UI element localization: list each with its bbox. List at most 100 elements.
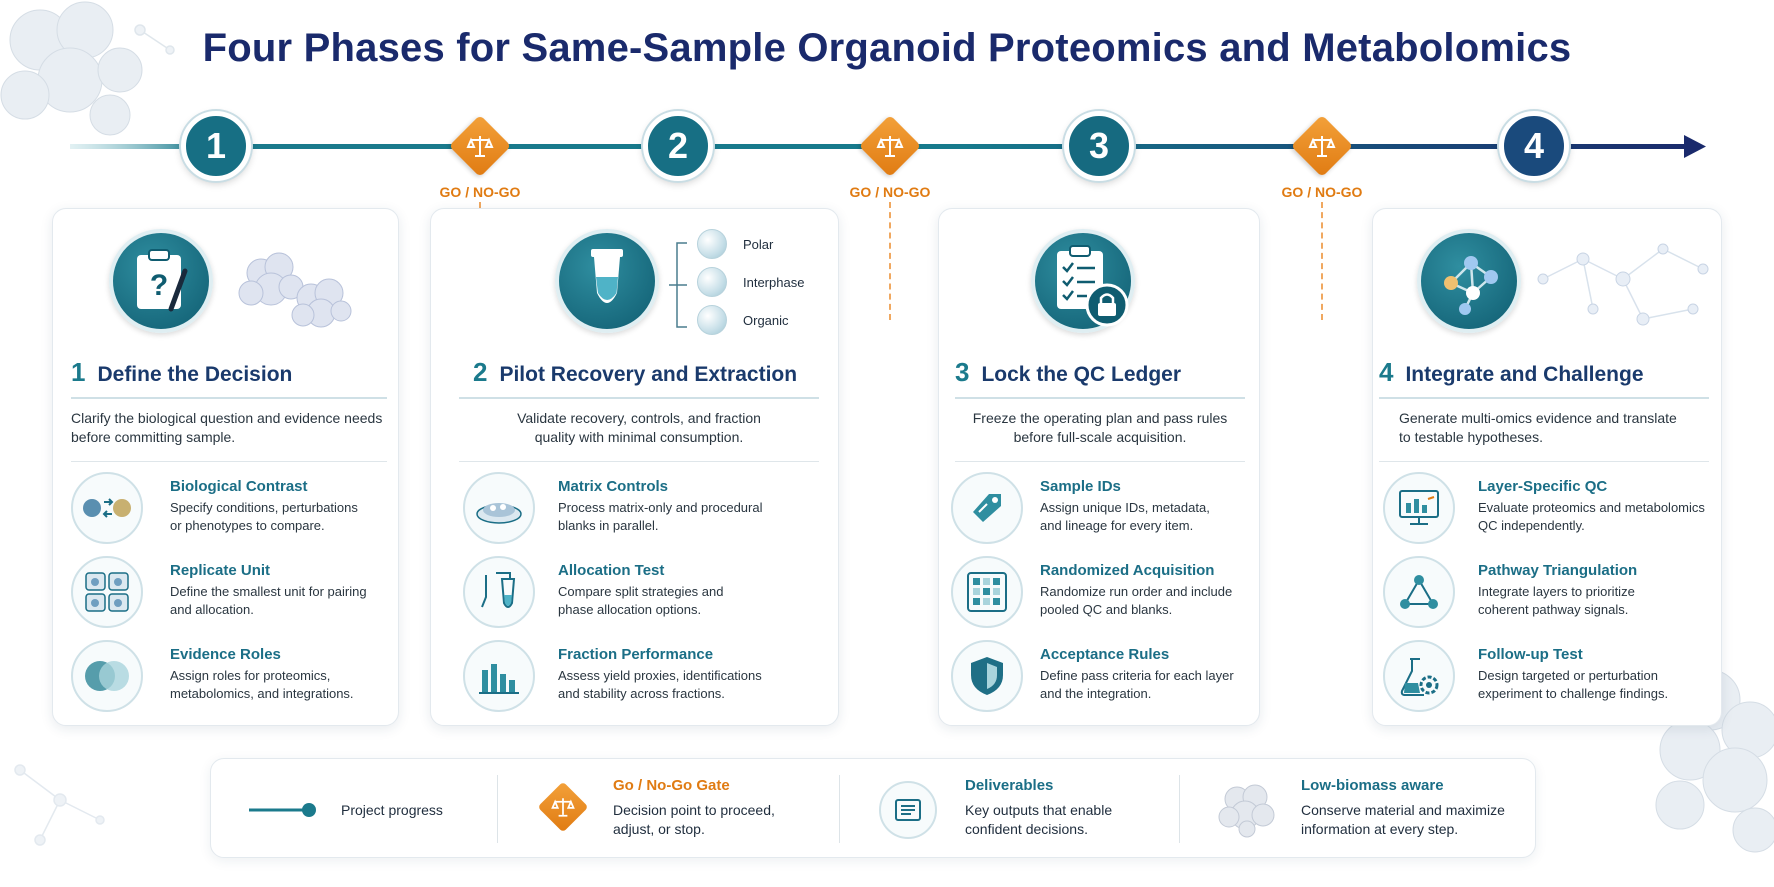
- phase-1-description-line: before committing sample.: [71, 429, 236, 445]
- network-icon: [1444, 256, 1498, 315]
- shield-check-icon: [951, 640, 1023, 712]
- item-title: Pathway Triangulation: [1478, 562, 1638, 579]
- item-description-line: Define the smallest unit for pairing: [170, 584, 367, 599]
- organic-fraction-icon: [697, 305, 727, 335]
- item-description-line: blanks in parallel.: [558, 518, 659, 533]
- legend-deliverables-title: Deliverables: [965, 777, 1054, 794]
- list-item: Replicate Unit Define the smallest unit …: [53, 556, 398, 632]
- legend: Project progress Go / No-Go Gate Decisio…: [210, 758, 1536, 858]
- item-description-line: or phenotypes to compare.: [170, 518, 325, 533]
- timeline-arrowhead: [1684, 135, 1706, 158]
- item-description-line: pooled QC and blanks.: [1040, 602, 1173, 617]
- phase-1-description: Clarify the biological question and evid…: [71, 409, 391, 447]
- gate-2-connector: [889, 202, 891, 320]
- fraction-label-organic: Organic: [743, 313, 789, 328]
- phase-2-title-number: 2: [473, 357, 488, 387]
- phase-1-description-line: Clarify the biological question and evid…: [71, 410, 383, 426]
- phase-2-number: 2: [643, 111, 713, 181]
- legend-divider: [1179, 775, 1180, 843]
- legend-progress-label: Project progress: [341, 802, 443, 818]
- legend-divider: [497, 775, 498, 843]
- phase-2-description: Validate recovery, controls, and fractio…: [459, 409, 819, 447]
- item-description-line: Integrate layers to prioritize: [1478, 584, 1635, 599]
- item-description-line: Assign roles for proteomics,: [170, 668, 331, 683]
- tag-icon: [951, 472, 1023, 544]
- gate-1-label: GO / NO-GO: [439, 184, 521, 200]
- item-description: Assign unique IDs, metadata, and lineage…: [1040, 499, 1210, 535]
- scales-icon: [1308, 136, 1336, 157]
- item-description-line: Evaluate proteomics and metabolomics: [1478, 500, 1705, 515]
- svg-text:?: ?: [150, 269, 168, 302]
- legend-gate-line: adjust, or stop.: [613, 821, 705, 837]
- phase-3-number: 3: [1064, 111, 1134, 181]
- contrast-arrows-icon: [71, 472, 143, 544]
- list-item: Acceptance Rules Define pass criteria fo…: [939, 640, 1259, 716]
- phase-4-hero-circle: [1417, 229, 1521, 333]
- item-description-line: Assign unique IDs, metadata,: [1040, 500, 1210, 515]
- item-description-line: experiment to challenge findings.: [1478, 686, 1669, 701]
- document-icon: [895, 799, 921, 821]
- clipboard-question-icon: ?: [137, 249, 188, 312]
- organoid-cluster-icon: [238, 252, 352, 328]
- item-description-line: Specify conditions, perturbations: [170, 500, 358, 515]
- item-description-line: Randomize run order and include: [1040, 584, 1233, 599]
- phase-3-title-text: Lock the QC Ledger: [981, 363, 1181, 386]
- item-description-line: and the integration.: [1040, 686, 1152, 701]
- phase-3-hero: [939, 221, 1259, 333]
- gate-2-label: GO / NO-GO: [849, 184, 931, 200]
- phase-4-title-number: 4: [1379, 357, 1394, 387]
- checklist-lock-icon: [1057, 245, 1129, 327]
- phase-3-card: 3 Lock the QC Ledger Freeze the operating…: [938, 208, 1260, 726]
- item-description-line: metabolomics, and integrations.: [170, 686, 354, 701]
- background-molecules-bottom-left: [14, 764, 105, 846]
- phase-2-title-text: Pilot Recovery and Extraction: [499, 363, 798, 386]
- timeline: 1 2 3 4 GO / NO-GO GO / NO-GO GO / NO-GO: [0, 100, 1774, 220]
- phase-4-hero: [1373, 221, 1721, 333]
- progress-line-icon: [249, 803, 316, 817]
- legend-divider: [839, 775, 840, 843]
- phase-3-description-line: Freeze the operating plan and pass rules: [972, 410, 1228, 426]
- legend-low-biomass-title: Low-biomass aware: [1301, 777, 1444, 794]
- item-title: Evidence Roles: [170, 646, 281, 663]
- phase-2-description-line: quality with minimal consumption.: [534, 429, 744, 445]
- phase-4-rule-2: [1379, 461, 1709, 462]
- fraction-label-polar: Polar: [743, 237, 774, 252]
- item-description-line: Assess yield proxies, identifications: [558, 668, 762, 683]
- phase-2-rule: [459, 397, 819, 399]
- item-description-line: QC independently.: [1478, 518, 1585, 533]
- list-item: Randomized Acquisition Randomize run ord…: [939, 556, 1259, 632]
- item-description: Define pass criteria for each layer and …: [1040, 667, 1234, 703]
- list-item: Follow-up Test Design targeted or pertur…: [1373, 640, 1721, 716]
- item-title: Allocation Test: [558, 562, 665, 579]
- phase-4-title-text: Integrate and Challenge: [1405, 363, 1644, 386]
- item-description-line: coherent pathway signals.: [1478, 602, 1629, 617]
- list-item: Allocation Test Compare split strategies…: [431, 556, 838, 632]
- item-description: Integrate layers to prioritize coherent …: [1478, 583, 1635, 619]
- phase-3-title-number: 3: [955, 357, 970, 387]
- scales-icon: [466, 136, 494, 157]
- phase-2-rule-2: [459, 461, 819, 462]
- polar-fraction-icon: [697, 229, 727, 259]
- item-description: Evaluate proteomics and metabolomics QC …: [1478, 499, 1705, 535]
- list-item: Biological Contrast Specify conditions, …: [53, 472, 398, 548]
- phase-2-title: 2 Pilot Recovery and Extraction: [431, 357, 838, 388]
- organoid-icon: [1218, 784, 1275, 838]
- item-title: Sample IDs: [1040, 478, 1121, 495]
- fraction-bracket: [669, 242, 687, 328]
- item-description: Design targeted or perturbation experime…: [1478, 667, 1668, 703]
- phase-2-description-line: Validate recovery, controls, and fractio…: [517, 410, 761, 426]
- item-description-line: and lineage for every item.: [1040, 518, 1194, 533]
- item-title: Biological Contrast: [170, 478, 308, 495]
- item-title: Replicate Unit: [170, 562, 271, 579]
- tube-icon: [591, 249, 623, 303]
- legend-deliverables-line: Key outputs that enable: [965, 802, 1113, 818]
- phase-4-description-line: to testable hypotheses.: [1399, 429, 1543, 445]
- item-description-line: Design targeted or perturbation: [1478, 668, 1658, 683]
- legend-low-biomass-line: Conserve material and maximize: [1301, 802, 1505, 818]
- dish-icon: [463, 472, 535, 544]
- list-item: Matrix Controls Process matrix-only and …: [431, 472, 838, 548]
- item-description: Compare split strategies and phase alloc…: [558, 583, 723, 619]
